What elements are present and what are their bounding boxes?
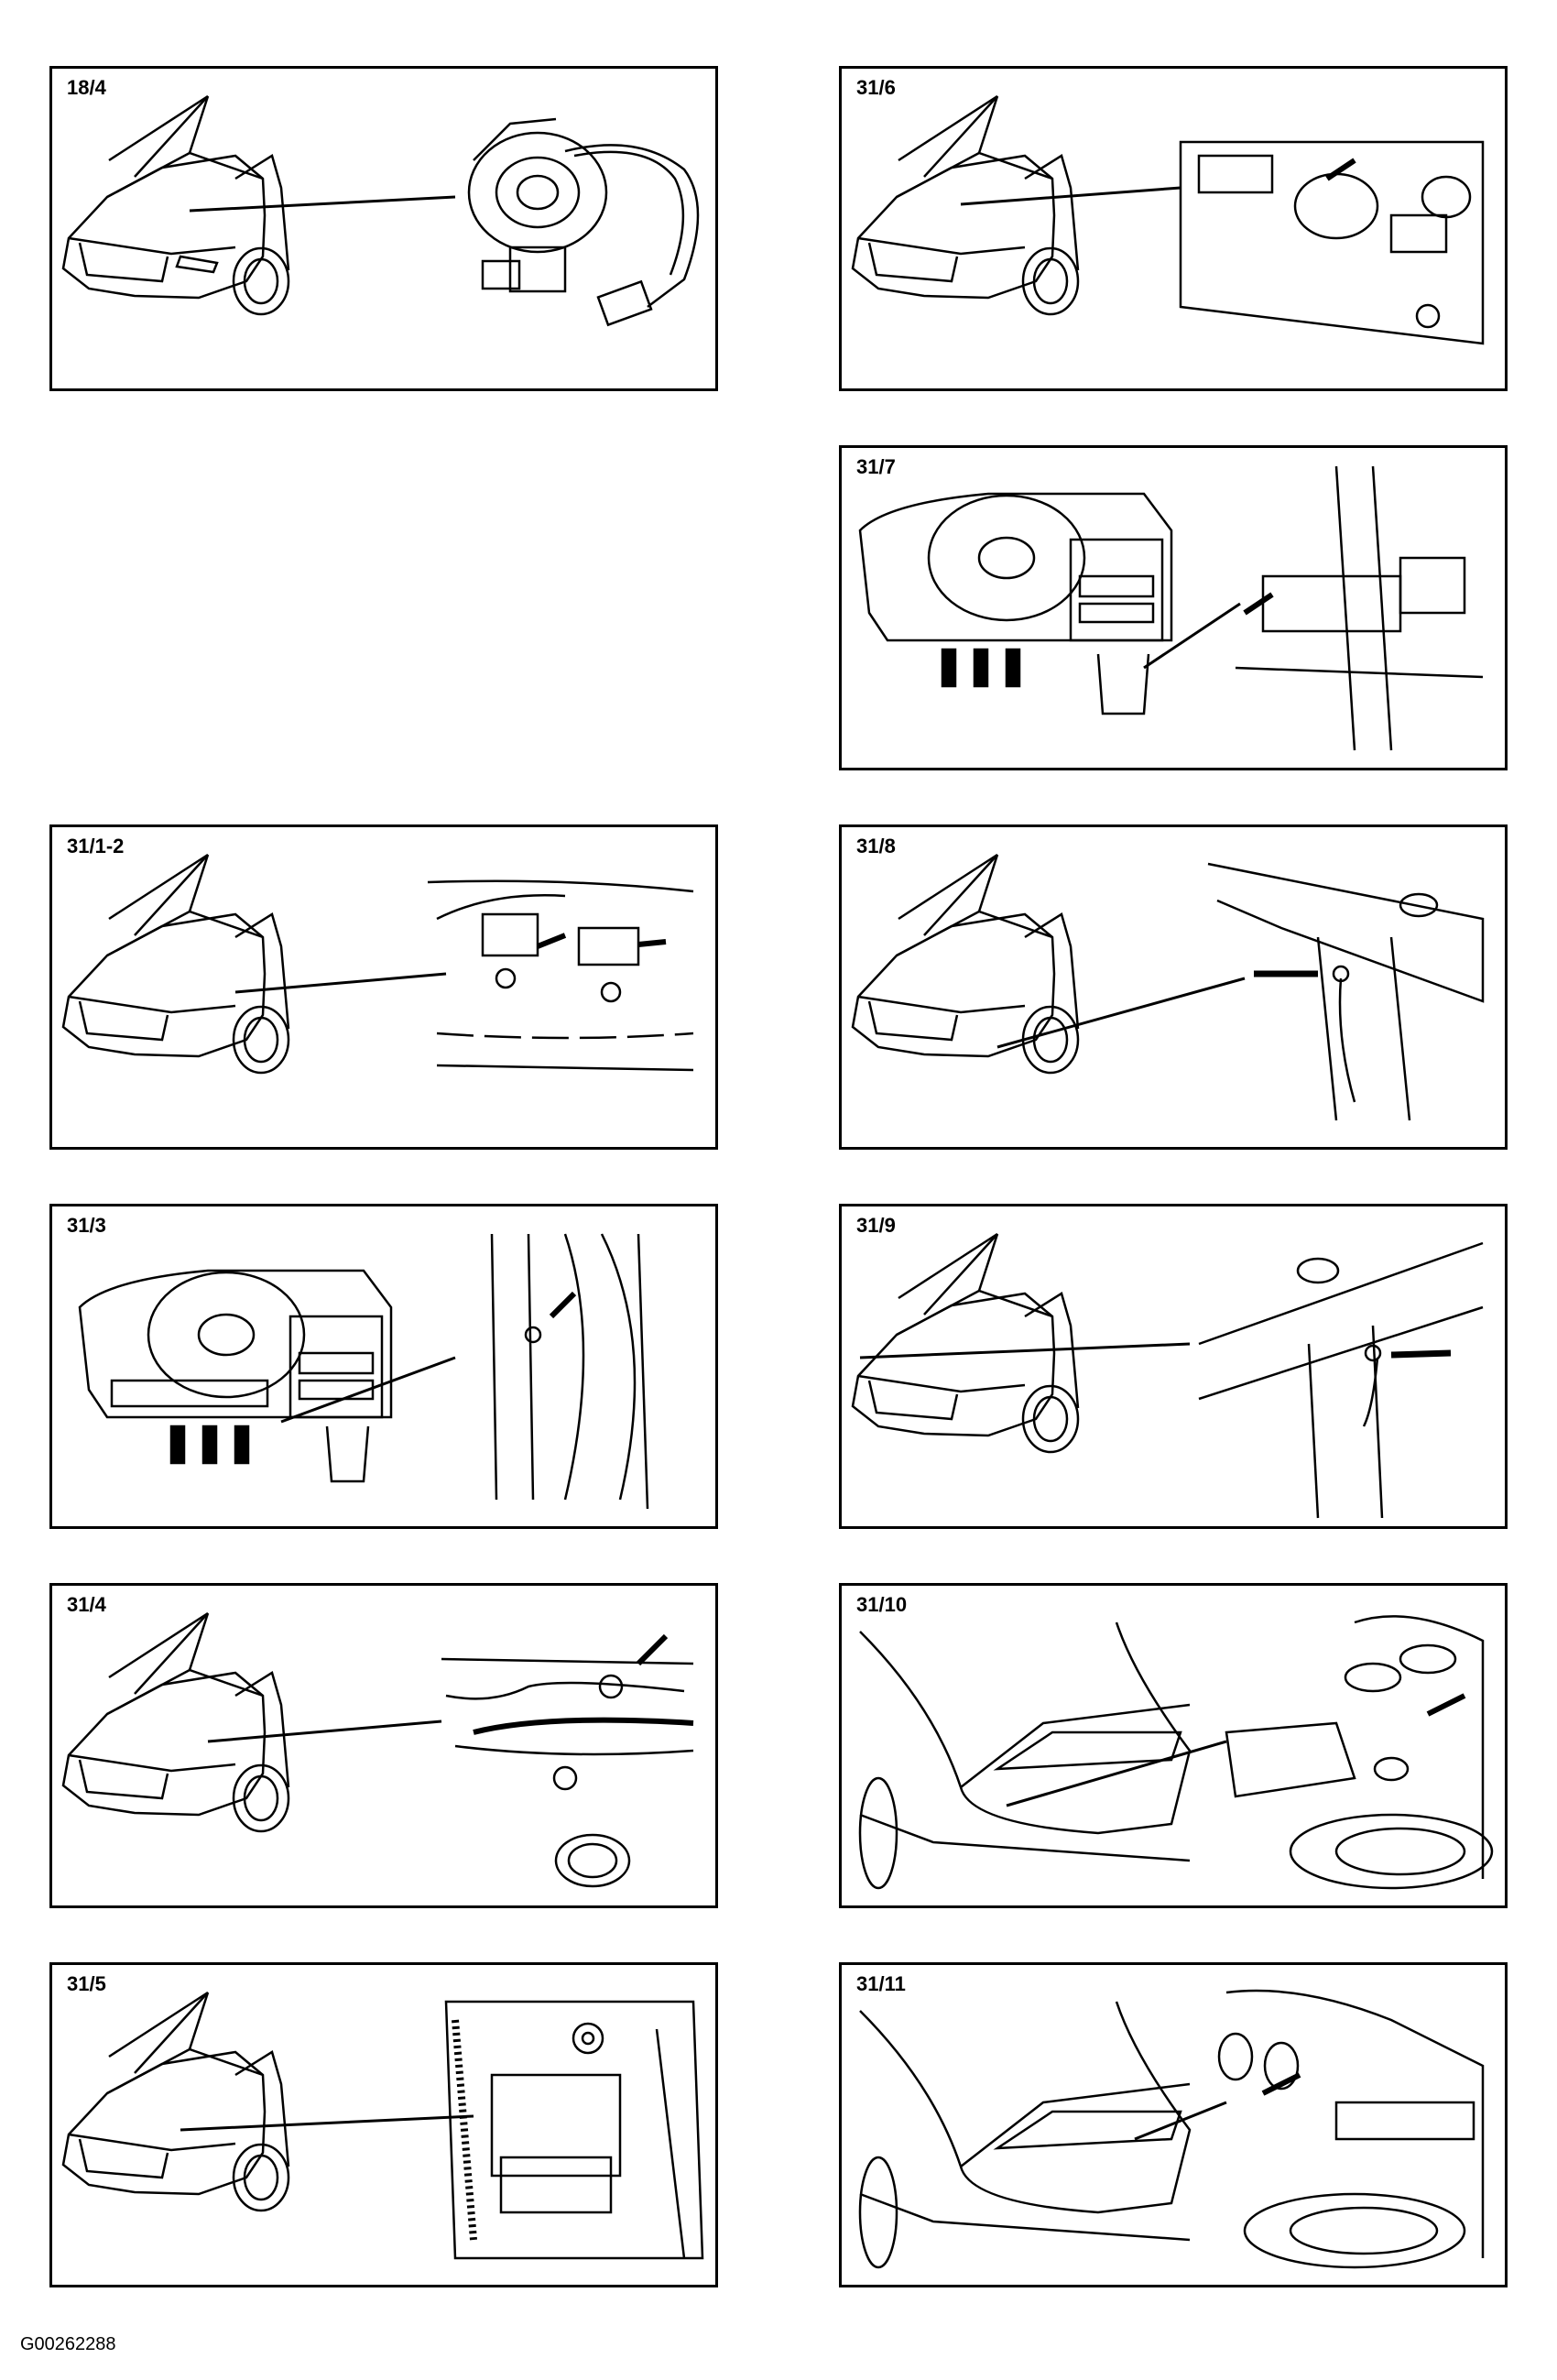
- leader-line: [996, 977, 1246, 1049]
- car-front-view: [61, 853, 694, 1075]
- dashboard-view: [78, 1233, 649, 1510]
- panel-label: 31/3: [67, 1214, 106, 1237]
- diagram-panel-31-3: 31/3: [49, 1204, 718, 1529]
- car-front-view: [851, 94, 1485, 345]
- arrow-icon: [549, 1291, 577, 1319]
- leader-line: [960, 186, 1181, 206]
- diagram-panel-31-9: 31/9: [839, 1204, 1508, 1529]
- leader-line: [234, 972, 447, 994]
- diagram-panel-31-5: 31/5: [49, 1962, 718, 2287]
- car-front-view: [851, 853, 1485, 1121]
- panel-label: 31/6: [856, 76, 896, 99]
- panel-label: 31/4: [67, 1593, 106, 1616]
- panel-label: 31/9: [856, 1214, 896, 1237]
- diagram-panel-31-6: 31/6: [839, 66, 1508, 391]
- panel-label: 31/1-2: [67, 835, 125, 857]
- arrow-icon: [1390, 1349, 1452, 1359]
- dashboard-view: [858, 465, 1484, 751]
- leader-line: [1143, 602, 1241, 670]
- arrow-icon: [637, 939, 667, 947]
- arrow-icon: [536, 933, 567, 949]
- diagram-panel-31-1-2: 31/1-2: [49, 824, 718, 1150]
- car-rear-view: [858, 1615, 1494, 1890]
- arrow-icon: [1243, 592, 1274, 616]
- panel-label: 18/4: [67, 76, 106, 99]
- car-front-view: [61, 1991, 704, 2260]
- diagram-panel-31-4: 31/4: [49, 1583, 718, 1908]
- arrow-icon: [1325, 158, 1356, 181]
- panel-label: 31/5: [67, 1972, 106, 1995]
- leader-line: [180, 2114, 474, 2132]
- arrow-icon: [1261, 2072, 1301, 2096]
- diagram-panel-31-7: 31/7: [839, 445, 1508, 770]
- car-front-view: [61, 1611, 694, 1888]
- leader-line: [1006, 1740, 1227, 1807]
- panel-label: 31/7: [856, 455, 896, 478]
- leader-line: [189, 195, 456, 213]
- arrow-icon: [1426, 1693, 1466, 1717]
- leader-line: [859, 1342, 1191, 1359]
- arrow-icon: [636, 1633, 669, 1666]
- car-front-view: [851, 1232, 1484, 1519]
- diagram-panel-31-11: 31/11: [839, 1962, 1508, 2287]
- car-rear-view: [858, 1989, 1485, 2269]
- leader-line: [280, 1356, 456, 1424]
- panel-label: 31/10: [856, 1593, 908, 1616]
- diagram-panel-18-4: 18/4: [49, 66, 718, 391]
- diagram-panel-31-8: 31/8: [839, 824, 1508, 1150]
- car-front-view: [61, 94, 700, 327]
- panel-label: 31/11: [856, 1972, 906, 1995]
- diagram-panel-31-10: 31/10: [839, 1583, 1508, 1908]
- leader-line: [207, 1719, 442, 1743]
- panel-label: 31/8: [856, 835, 896, 857]
- leader-line: [1134, 2101, 1227, 2141]
- document-id: G00262288: [20, 2334, 116, 2354]
